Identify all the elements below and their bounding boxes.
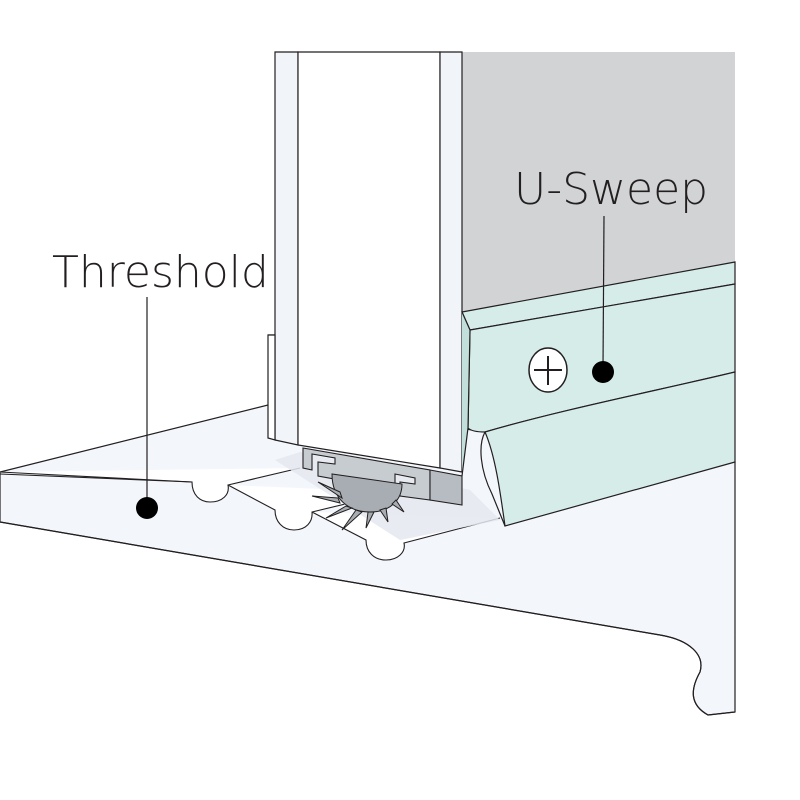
u-sweep-lower-flap [484,371,736,527]
u-sweep-leader-line [602,215,605,369]
door-slab [267,51,463,473]
u-sweep-callout-dot [592,361,614,383]
u-sweep-side-return [461,311,471,477]
u-sweep-label: U-Sweep [514,164,708,215]
threshold-front-face [0,521,736,716]
u-sweep-flap-curl [480,431,506,527]
threshold-callout-dot [136,497,158,519]
u-sweep [461,261,736,527]
threshold-callout: Threshold [52,247,269,519]
door-panel [462,52,735,312]
u-sweep-callout: U-Sweep [514,164,708,383]
sweep-seal-fins [311,473,405,531]
phillips-screw-icon [528,347,568,393]
aluminum-channel [302,447,463,506]
threshold-label: Threshold [52,247,269,298]
